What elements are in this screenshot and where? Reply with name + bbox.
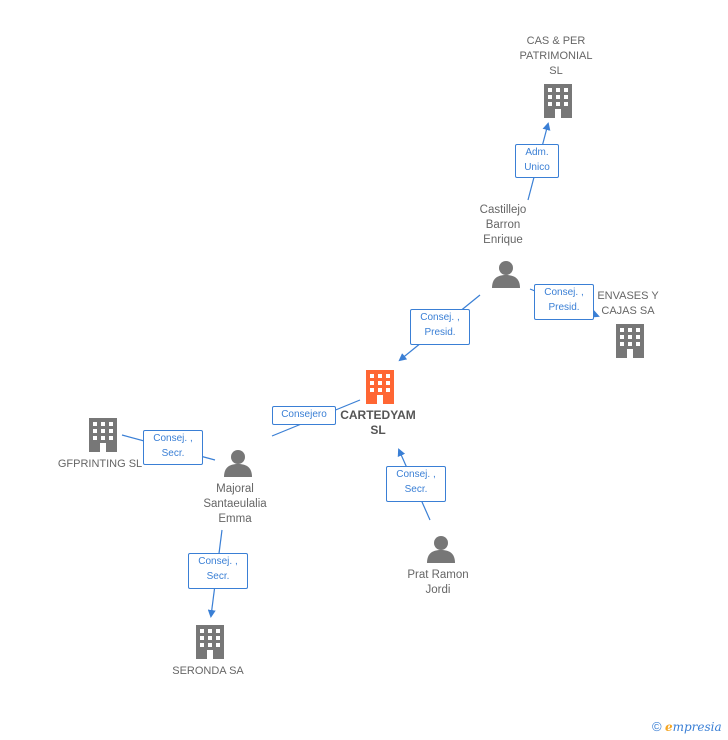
relation-consej-presid-envases[interactable]: Consej. , Presid. (534, 284, 594, 320)
gfprinting-label[interactable]: GFPRINTING SL (57, 458, 143, 470)
empresia-footer[interactable]: © empresia (652, 719, 722, 734)
relation-consej-secr-cartedyam[interactable]: Consej. , Secr. (386, 466, 446, 502)
gfprinting-building-icon[interactable] (89, 418, 117, 452)
envases-label[interactable]: ENVASES Y CAJAS SA (597, 290, 659, 317)
copyright-symbol: © (652, 719, 662, 734)
relation-consej-secr-seronda[interactable]: Consej. , Secr. (188, 553, 248, 589)
cas-per-building-icon[interactable] (544, 84, 572, 118)
castillejo-label[interactable]: Castillejo Barron Enrique (479, 204, 527, 246)
relation-adm-unico[interactable]: Adm. Unico (515, 144, 559, 178)
cas-per-label[interactable]: CAS & PER PATRIMONIAL SL (519, 35, 593, 77)
cartedyam-building-icon[interactable] (366, 370, 394, 404)
envases-building-icon[interactable] (616, 324, 644, 358)
prat-person-icon[interactable] (427, 536, 455, 563)
relation-consejero[interactable]: Consejero (272, 406, 336, 425)
majoral-person-icon[interactable] (224, 450, 252, 477)
cartedyam-label[interactable]: CARTEDYAM SL (340, 408, 416, 437)
seronda-label[interactable]: SERONDA SA (172, 665, 244, 677)
seronda-building-icon[interactable] (196, 625, 224, 659)
relation-consej-secr-gfprinting[interactable]: Consej. , Secr. (143, 430, 203, 465)
castillejo-person-icon[interactable] (492, 261, 520, 288)
relation-consej-presid-cartedyam[interactable]: Consej. , Presid. (410, 309, 470, 345)
prat-label[interactable]: Prat Ramon Jordi (407, 569, 469, 596)
majoral-label[interactable]: Majoral Santaeulalia Emma (203, 483, 267, 525)
empresia-logo: empresia (664, 720, 722, 734)
